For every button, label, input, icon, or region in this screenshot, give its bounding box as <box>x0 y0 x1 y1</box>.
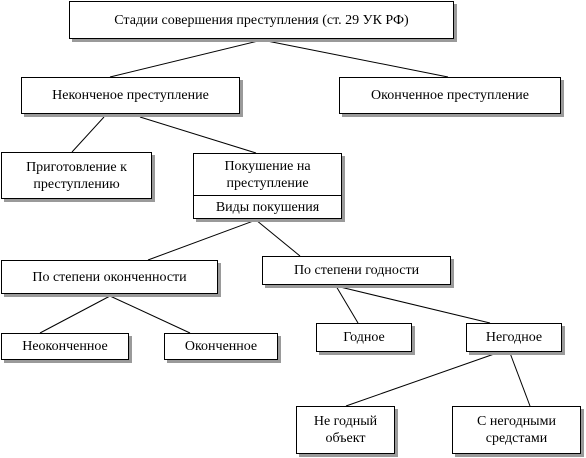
attempt-types-label: Виды покушения <box>215 199 320 215</box>
connector-root-complete <box>261 39 449 78</box>
unfinished-box: Неоконченное <box>1 333 129 360</box>
connector-incomplete-preparation <box>71 116 105 153</box>
attempt-box: Покушение на преступление Виды покушения <box>193 153 342 219</box>
connector-incomplete-attempt <box>139 116 257 154</box>
attempt-label: Покушение на преступление <box>194 154 341 196</box>
connector-completion-finished <box>109 295 191 334</box>
unsuitable-means-box: С негодными средстами <box>452 406 581 454</box>
complete-crime-box: Оконченное преступление <box>339 77 561 114</box>
by-completion-box: По степени оконченности <box>1 260 218 294</box>
incomplete-crime-box: Неконченое преступление <box>21 77 240 114</box>
connector-unsuitable-object <box>345 352 498 407</box>
connector-attempt-suitability <box>255 219 301 257</box>
connector-completion-unfinished <box>39 295 111 334</box>
by-suitability-box: По степени годности <box>262 256 451 285</box>
finished-box: Оконченное <box>164 333 278 360</box>
unsuitable-box: Негодное <box>466 323 562 352</box>
unsuitable-object-box: Не годный объект <box>296 406 395 454</box>
suitable-box: Годное <box>316 323 412 352</box>
connector-suitability-unsuitable <box>335 285 491 324</box>
connector-unsuitable-means <box>509 352 531 407</box>
preparation-box: Приготовление к преступлению <box>1 152 152 199</box>
root-box: Стадии совершения преступления (ст. 29 У… <box>69 1 454 39</box>
connector-suitability-suitable <box>335 285 359 324</box>
connector-attempt-completion <box>147 219 257 261</box>
connector-root-incomplete <box>109 39 263 78</box>
